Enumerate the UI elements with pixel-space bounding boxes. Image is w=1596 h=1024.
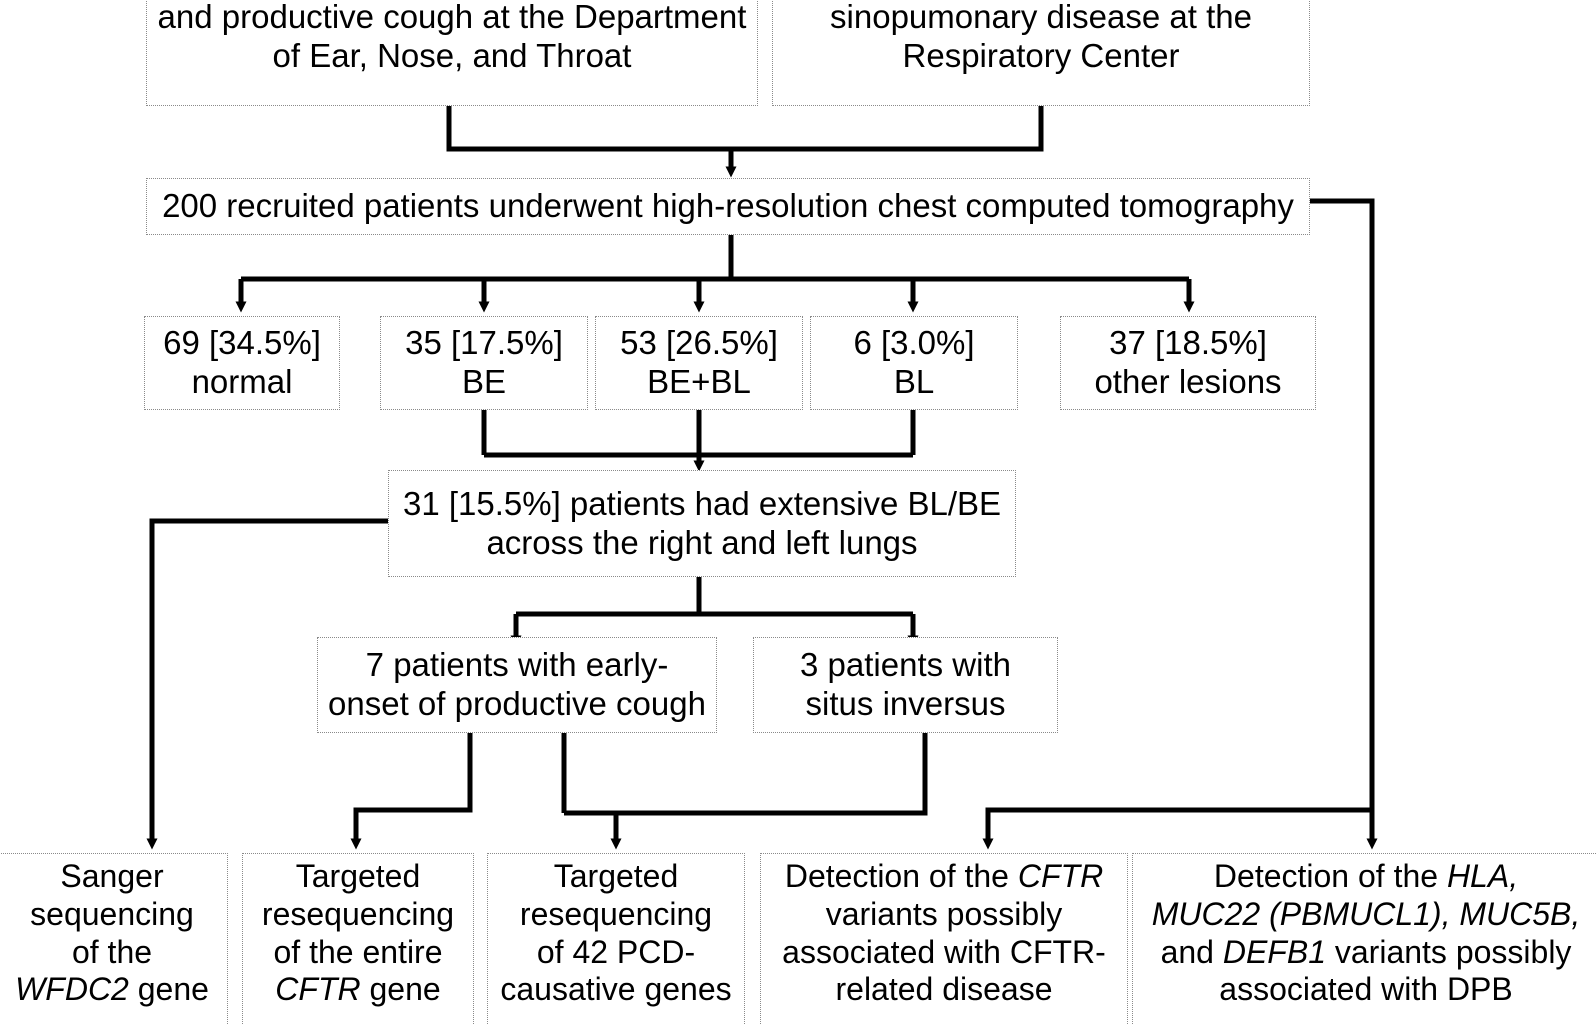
node-extensive-bl-be: 31 [15.5%] patients had extensive BL/BE …: [388, 470, 1016, 577]
node-recruited: 200 recruited patients underwent high-re…: [146, 178, 1310, 235]
node-analysis-resequencing-pcd-genes: Targeted resequencing of 42 PCD- causati…: [487, 853, 745, 1024]
node-situs-inversus-label: 3 patients with situs inversus: [800, 646, 1011, 722]
node-hrct-bl: 6 [3.0%]BL: [810, 316, 1018, 410]
node-hrct-be: 35 [17.5%]BE: [380, 316, 588, 410]
wire-source-ent-to-recruited: [446, 106, 1044, 152]
node-analysis-detection-dpb-variants: Detection of the HLA, MUC22 (PBMUCL1), M…: [1132, 853, 1596, 1024]
node-hrct-be-bl-stat: 53 [26.5%]: [620, 324, 778, 362]
wire-recruited-right-branch: [1310, 198, 1378, 850]
node-hrct-be-bl-label: BE+BL: [647, 363, 751, 400]
wire-early-onset-left-stem: [350, 733, 473, 850]
node-hrct-other-lesions: 37 [18.5%]other lesions: [1060, 316, 1316, 410]
node-source-ent-label: 100 patients with chronic rhinosinusitis…: [157, 0, 747, 74]
node-source-respiratory: 100 patients diagnosed with sinopumonary…: [772, 0, 1310, 106]
node-hrct-other-stat: 37 [18.5%]: [1109, 324, 1267, 362]
node-hrct-bl-stat: 6 [3.0%]: [853, 324, 975, 362]
node-recruited-label: 200 recruited patients underwent high-re…: [162, 187, 1294, 225]
node-analysis-resequencing-pcd-genes-label: Targeted resequencing of 42 PCD- causati…: [500, 858, 732, 1008]
node-hrct-normal: 69 [34.5%]normal: [144, 316, 340, 410]
node-hrct-be-bl: 53 [26.5%]BE+BL: [595, 316, 803, 410]
node-hrct-normal-stat: 69 [34.5%]: [163, 324, 321, 362]
node-situs-inversus: 3 patients with situs inversus: [753, 637, 1058, 733]
node-analysis-detection-dpb-variants-label: Detection of the HLA, MUC22 (PBMUCL1), M…: [1151, 858, 1581, 1008]
node-early-onset: 7 patients with early- onset of producti…: [317, 637, 717, 733]
node-source-respiratory-label: 100 patients diagnosed with sinopumonary…: [830, 0, 1252, 74]
node-analysis-resequencing-cftr: Targeted resequencing of the entire CFTR…: [242, 853, 474, 1024]
node-early-onset-label: 7 patients with early- onset of producti…: [328, 646, 706, 722]
node-hrct-be-stat: 35 [17.5%]: [405, 324, 563, 362]
node-hrct-normal-label: normal: [191, 363, 293, 400]
node-hrct-other-label: other lesions: [1094, 363, 1282, 400]
node-analysis-resequencing-cftr-label: Targeted resequencing of the entire CFTR…: [261, 858, 455, 1008]
node-hrct-be-label: BE: [461, 363, 507, 400]
node-analysis-detection-cftr-variants: Detection of the CFTR variants possibly …: [760, 853, 1128, 1024]
node-analysis-sanger-wfdc2-label: Sanger sequencing of the WFDC2 gene: [15, 858, 209, 1008]
wire-to-cftr-detection: [982, 807, 1372, 850]
node-extensive-bl-be-label: 31 [15.5%] patients had extensive BL/BE …: [402, 484, 1002, 561]
node-analysis-sanger-wfdc2: Sanger sequencing of the WFDC2 gene: [0, 853, 228, 1024]
node-source-ent: 100 patients with chronic rhinosinusitis…: [146, 0, 758, 106]
node-analysis-detection-cftr-variants-label: Detection of the CFTR variants possibly …: [782, 858, 1106, 1008]
wire-situs-left-stem: [564, 733, 928, 816]
node-hrct-bl-label: BL: [893, 363, 935, 400]
